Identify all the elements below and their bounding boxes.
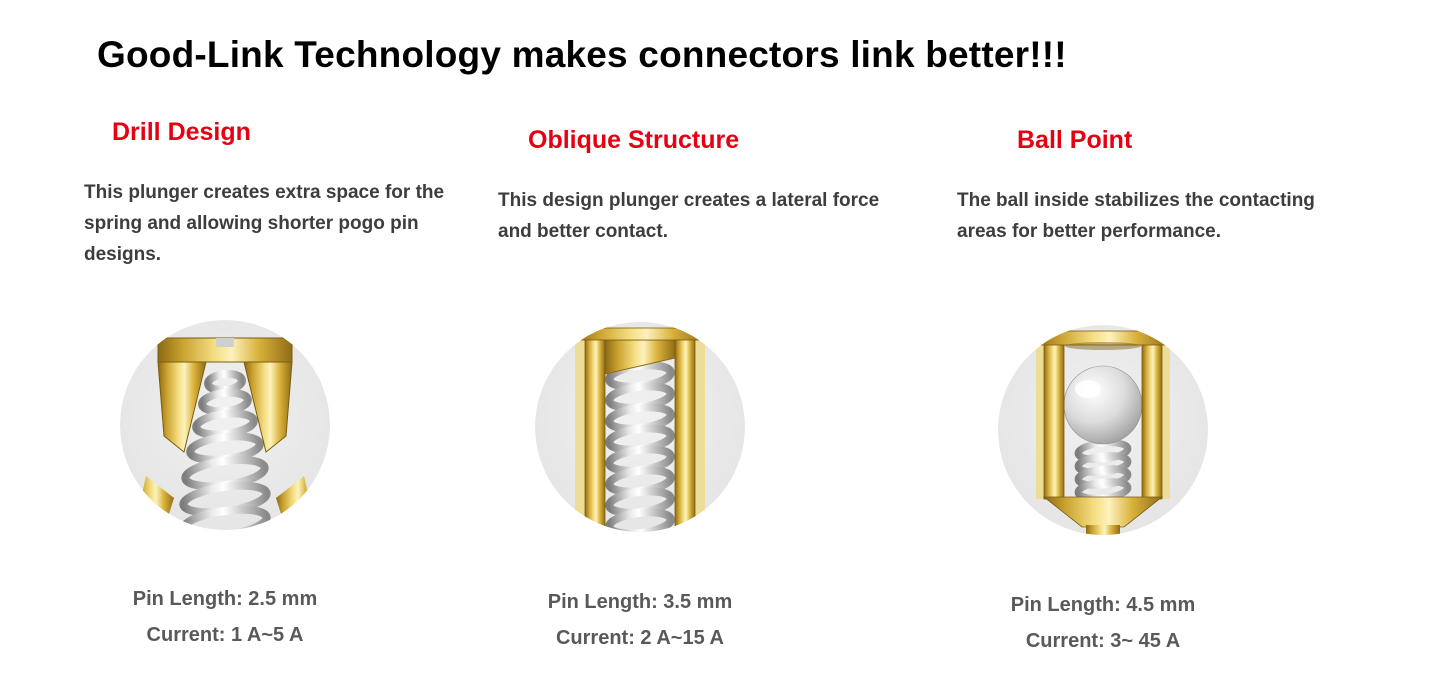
spec-block-ball-point: Pin Length: 4.5 mm Current: 3~ 45 A [1011,587,1195,659]
column-description-ball-point: The ball inside stabilizes the contactin… [957,190,1315,242]
ball-point-illustration [998,325,1208,535]
drill-design-illustration [120,320,330,530]
column-heading-ball-point: Ball Point [1017,126,1133,154]
spec-pin-length: Pin Length: 2.5 mm [132,588,318,610]
spec-current: Current: 3~ 45 A [1025,630,1181,652]
feature-column-ball-point: Ball Point The ball inside stabilizes th… [957,118,1349,652]
spec-pin-length: Pin Length: 3.5 mm [547,591,733,613]
spec-pin-length: Pin Length: 4.5 mm [1010,594,1196,616]
feature-column-oblique-structure: Oblique Structure This design plunger cr… [498,118,908,649]
column-heading-oblique-structure: Oblique Structure [528,126,740,154]
column-heading-drill-design: Drill Design [112,118,251,146]
column-description-oblique-structure: This design plunger creates a lateral fo… [498,190,880,242]
spec-block-drill-design: Pin Length: 2.5 mm Current: 1 A~5 A [133,581,317,653]
column-description-drill-design: This plunger creates extra space for the… [84,182,445,265]
oblique-structure-cutaway-svg [535,322,745,532]
feature-column-drill-design: Drill Design This plunger creates extra … [84,118,476,646]
oblique-structure-illustration [535,322,745,532]
spec-current: Current: 2 A~15 A [555,627,724,649]
spec-block-oblique-structure: Pin Length: 3.5 mm Current: 2 A~15 A [548,584,732,656]
ball-point-cutaway-svg [998,325,1208,535]
spec-current: Current: 1 A~5 A [146,624,304,646]
drill-design-cutaway-svg [120,320,330,530]
page-title: Good-Link Technology makes connectors li… [97,34,1067,75]
